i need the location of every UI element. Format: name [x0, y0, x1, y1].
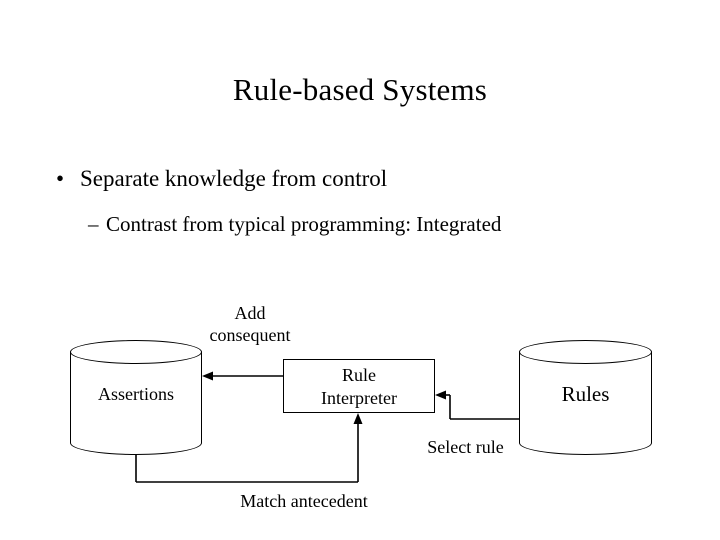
- cylinder-body: [519, 352, 652, 443]
- bullet-marker: •: [56, 166, 65, 191]
- add-consequent-line1: Add: [234, 303, 266, 323]
- rules-database-node: Rules: [519, 340, 652, 455]
- bullet-item-2: –Contrast from typical programming: Inte…: [88, 212, 501, 237]
- rule-interpreter-node: Rule Interpreter: [283, 359, 435, 413]
- diagram-connectors: [135, 371, 519, 483]
- edge-label-select-rule: Select rule: [427, 437, 504, 457]
- rule-system-diagram: Assertions Rules Rule Interpreter Add co…: [0, 290, 720, 540]
- cylinder-top: [519, 340, 652, 364]
- bullet-text-2: Contrast from typical programming: Integ…: [106, 212, 502, 236]
- assertions-label: Assertions: [98, 384, 174, 404]
- page-title: Rule-based Systems: [232, 72, 488, 107]
- rules-label: Rules: [561, 382, 610, 406]
- add-consequent-line2: consequent: [209, 325, 291, 345]
- interpreter-label-line1: Rule: [342, 365, 376, 385]
- assertions-database-node: Assertions: [70, 340, 202, 455]
- bullet-text-1: Separate knowledge from control: [80, 166, 388, 191]
- edge-label-match-antecedent: Match antecedent: [240, 491, 368, 511]
- cylinder-top: [70, 340, 202, 364]
- bullet-item-1: • Separate knowledge from control: [56, 166, 387, 192]
- interpreter-label-line2: Interpreter: [321, 388, 397, 408]
- edge-label-add-consequent: Add consequent: [178, 302, 322, 346]
- cylinder-body: [70, 352, 202, 443]
- sub-bullet-marker: –: [88, 212, 99, 236]
